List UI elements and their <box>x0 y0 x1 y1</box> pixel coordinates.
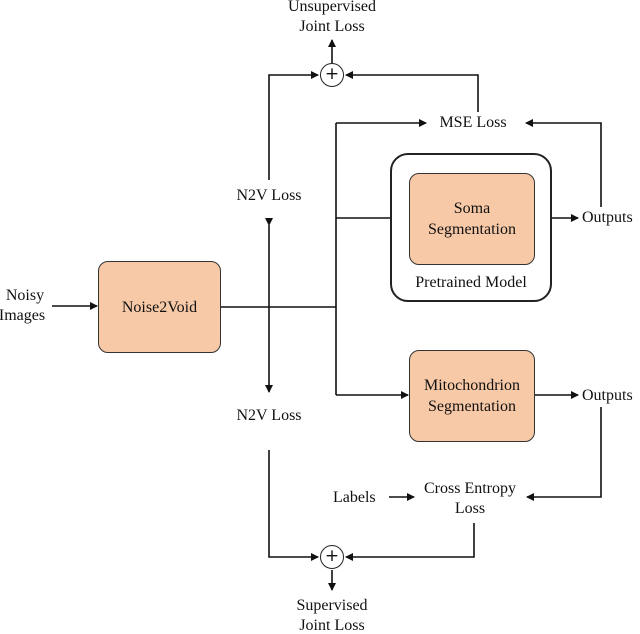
unsupervised-sum-operator: + <box>320 63 344 87</box>
arrow-n2v-to-unsupervised-op <box>268 71 319 180</box>
labels-label: Labels <box>333 489 376 506</box>
supervised-line1: Supervised <box>296 597 368 614</box>
supervised-line2: Joint Loss <box>299 617 365 634</box>
unsupervised-line2: Joint Loss <box>299 18 365 35</box>
mitochondrion-segmentation-node: Mitochondrion Segmentation <box>409 350 535 442</box>
soma-label-line1: Soma <box>453 200 491 217</box>
soma-label-line2: Segmentation <box>428 221 516 238</box>
n2v-loss-top-label: N2V Loss <box>236 187 302 204</box>
outputs-top-label: Outputs <box>582 209 633 226</box>
noise2void-label: Noise2Void <box>121 298 198 316</box>
noisy-images-line2: Images <box>0 307 46 324</box>
outputs-bottom-label: Outputs <box>582 387 633 404</box>
arrow-ce-to-supervised-op <box>345 523 475 561</box>
arrow-n2v-to-supervised-op <box>268 450 319 561</box>
unsupervised-line1: Unsupervised <box>288 0 376 15</box>
cross-entropy-line1: Cross Entropy <box>424 480 516 497</box>
soma-segmentation-node: Soma Segmentation <box>409 173 535 265</box>
arrow-outputs-to-mse <box>525 119 602 207</box>
mito-label-line2: Segmentation <box>428 398 516 415</box>
noisy-images-line1: Noisy <box>5 287 45 304</box>
noise2void-node: Noise2Void <box>98 261 221 353</box>
mito-label-line1: Mitochondrion <box>424 377 520 394</box>
noisy-images-label: Noisy Images <box>0 286 50 326</box>
arrow-mse-to-unsupervised-op <box>345 71 479 112</box>
n2v-loss-bottom-label: N2V Loss <box>236 407 302 424</box>
cross-entropy-line2: Loss <box>454 500 486 517</box>
arrow-outputs-to-ce <box>526 407 602 501</box>
cross-entropy-loss-label: Cross Entropy Loss <box>410 479 530 519</box>
supervised-joint-loss-label: Supervised Joint Loss <box>272 596 392 634</box>
mse-loss-label: MSE Loss <box>439 114 507 131</box>
pretrained-model-label: Pretrained Model <box>415 274 527 291</box>
unsupervised-joint-loss-label: Unsupervised Joint Loss <box>272 0 392 37</box>
supervised-sum-operator: + <box>320 545 344 569</box>
